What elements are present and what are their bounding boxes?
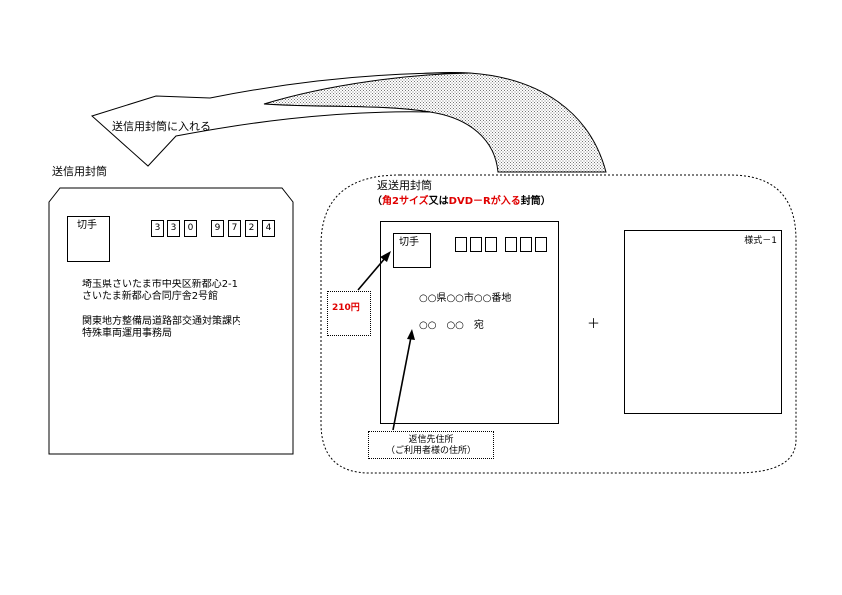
- postal-box: [520, 237, 532, 252]
- address-line: さいたま新都心合同庁舎2号館: [82, 291, 219, 302]
- postal-digit: 0: [184, 220, 197, 237]
- note-envelope: 封筒）: [520, 196, 551, 207]
- postal-digit: 9: [211, 220, 224, 237]
- return-address-callout: 返信先住所 （ご利用者様の住所）: [368, 431, 494, 459]
- stamp-price: 210円: [332, 303, 360, 313]
- postal-digit: 7: [228, 220, 241, 237]
- postal-box: [485, 237, 497, 252]
- send-stamp-box: 切手: [67, 216, 110, 262]
- arrow-label: 送信用封筒に入れる: [112, 120, 211, 133]
- postal-digit: 3: [167, 220, 180, 237]
- address-arrow-line: [392, 336, 412, 431]
- address-line: 埼玉県さいたま市中央区新都心2-1: [82, 279, 239, 290]
- form-sheet: 様式－1: [624, 230, 782, 414]
- return-address-line1: ○○県○○市○○番地: [419, 293, 512, 304]
- note-dvd: DVD－Rが入る: [448, 196, 521, 207]
- postal-digit: 4: [262, 220, 275, 237]
- return-address-line2: ○○ ○○ 宛: [419, 320, 484, 331]
- note-or: 又は: [428, 196, 449, 207]
- note-paren-open: （: [372, 196, 382, 207]
- address-line: 関東地方整備局道路部交通対策課内: [82, 316, 240, 327]
- return-envelope-title: 返送用封筒: [377, 179, 432, 192]
- send-stamp-label: 切手: [77, 220, 97, 231]
- return-stamp-box: 切手: [393, 233, 431, 268]
- postal-box: [535, 237, 547, 252]
- send-address: 埼玉県さいたま市中央区新都心2-1 さいたま新都心合同庁舎2号館 関東地方整備局…: [82, 279, 240, 339]
- stamp-price-callout: 210円: [327, 291, 371, 336]
- stamp-arrow-head: [380, 251, 391, 262]
- form-label: 様式－1: [744, 236, 777, 246]
- callout-line1: 返信先住所: [408, 435, 454, 445]
- return-stamp-label: 切手: [399, 237, 419, 248]
- postal-digit: 3: [151, 220, 164, 237]
- return-envelope-note: （角2サイズ又はDVD－Rが入る封筒）: [372, 196, 551, 208]
- postal-box: [505, 237, 517, 252]
- address-arrow-head: [407, 329, 415, 340]
- address-line: 特殊車両運用事務局: [82, 328, 172, 339]
- note-size: 角2サイズ: [382, 196, 429, 207]
- postal-box: [470, 237, 482, 252]
- send-envelope-title: 送信用封筒: [52, 165, 107, 178]
- postal-digit: 2: [245, 220, 258, 237]
- arrow-front: [91, 72, 471, 167]
- postal-box: [455, 237, 467, 252]
- stamp-arrow-line: [357, 256, 387, 291]
- plus-sign: ＋: [587, 317, 601, 332]
- callout-line2: （ご利用者様の住所）: [385, 446, 476, 456]
